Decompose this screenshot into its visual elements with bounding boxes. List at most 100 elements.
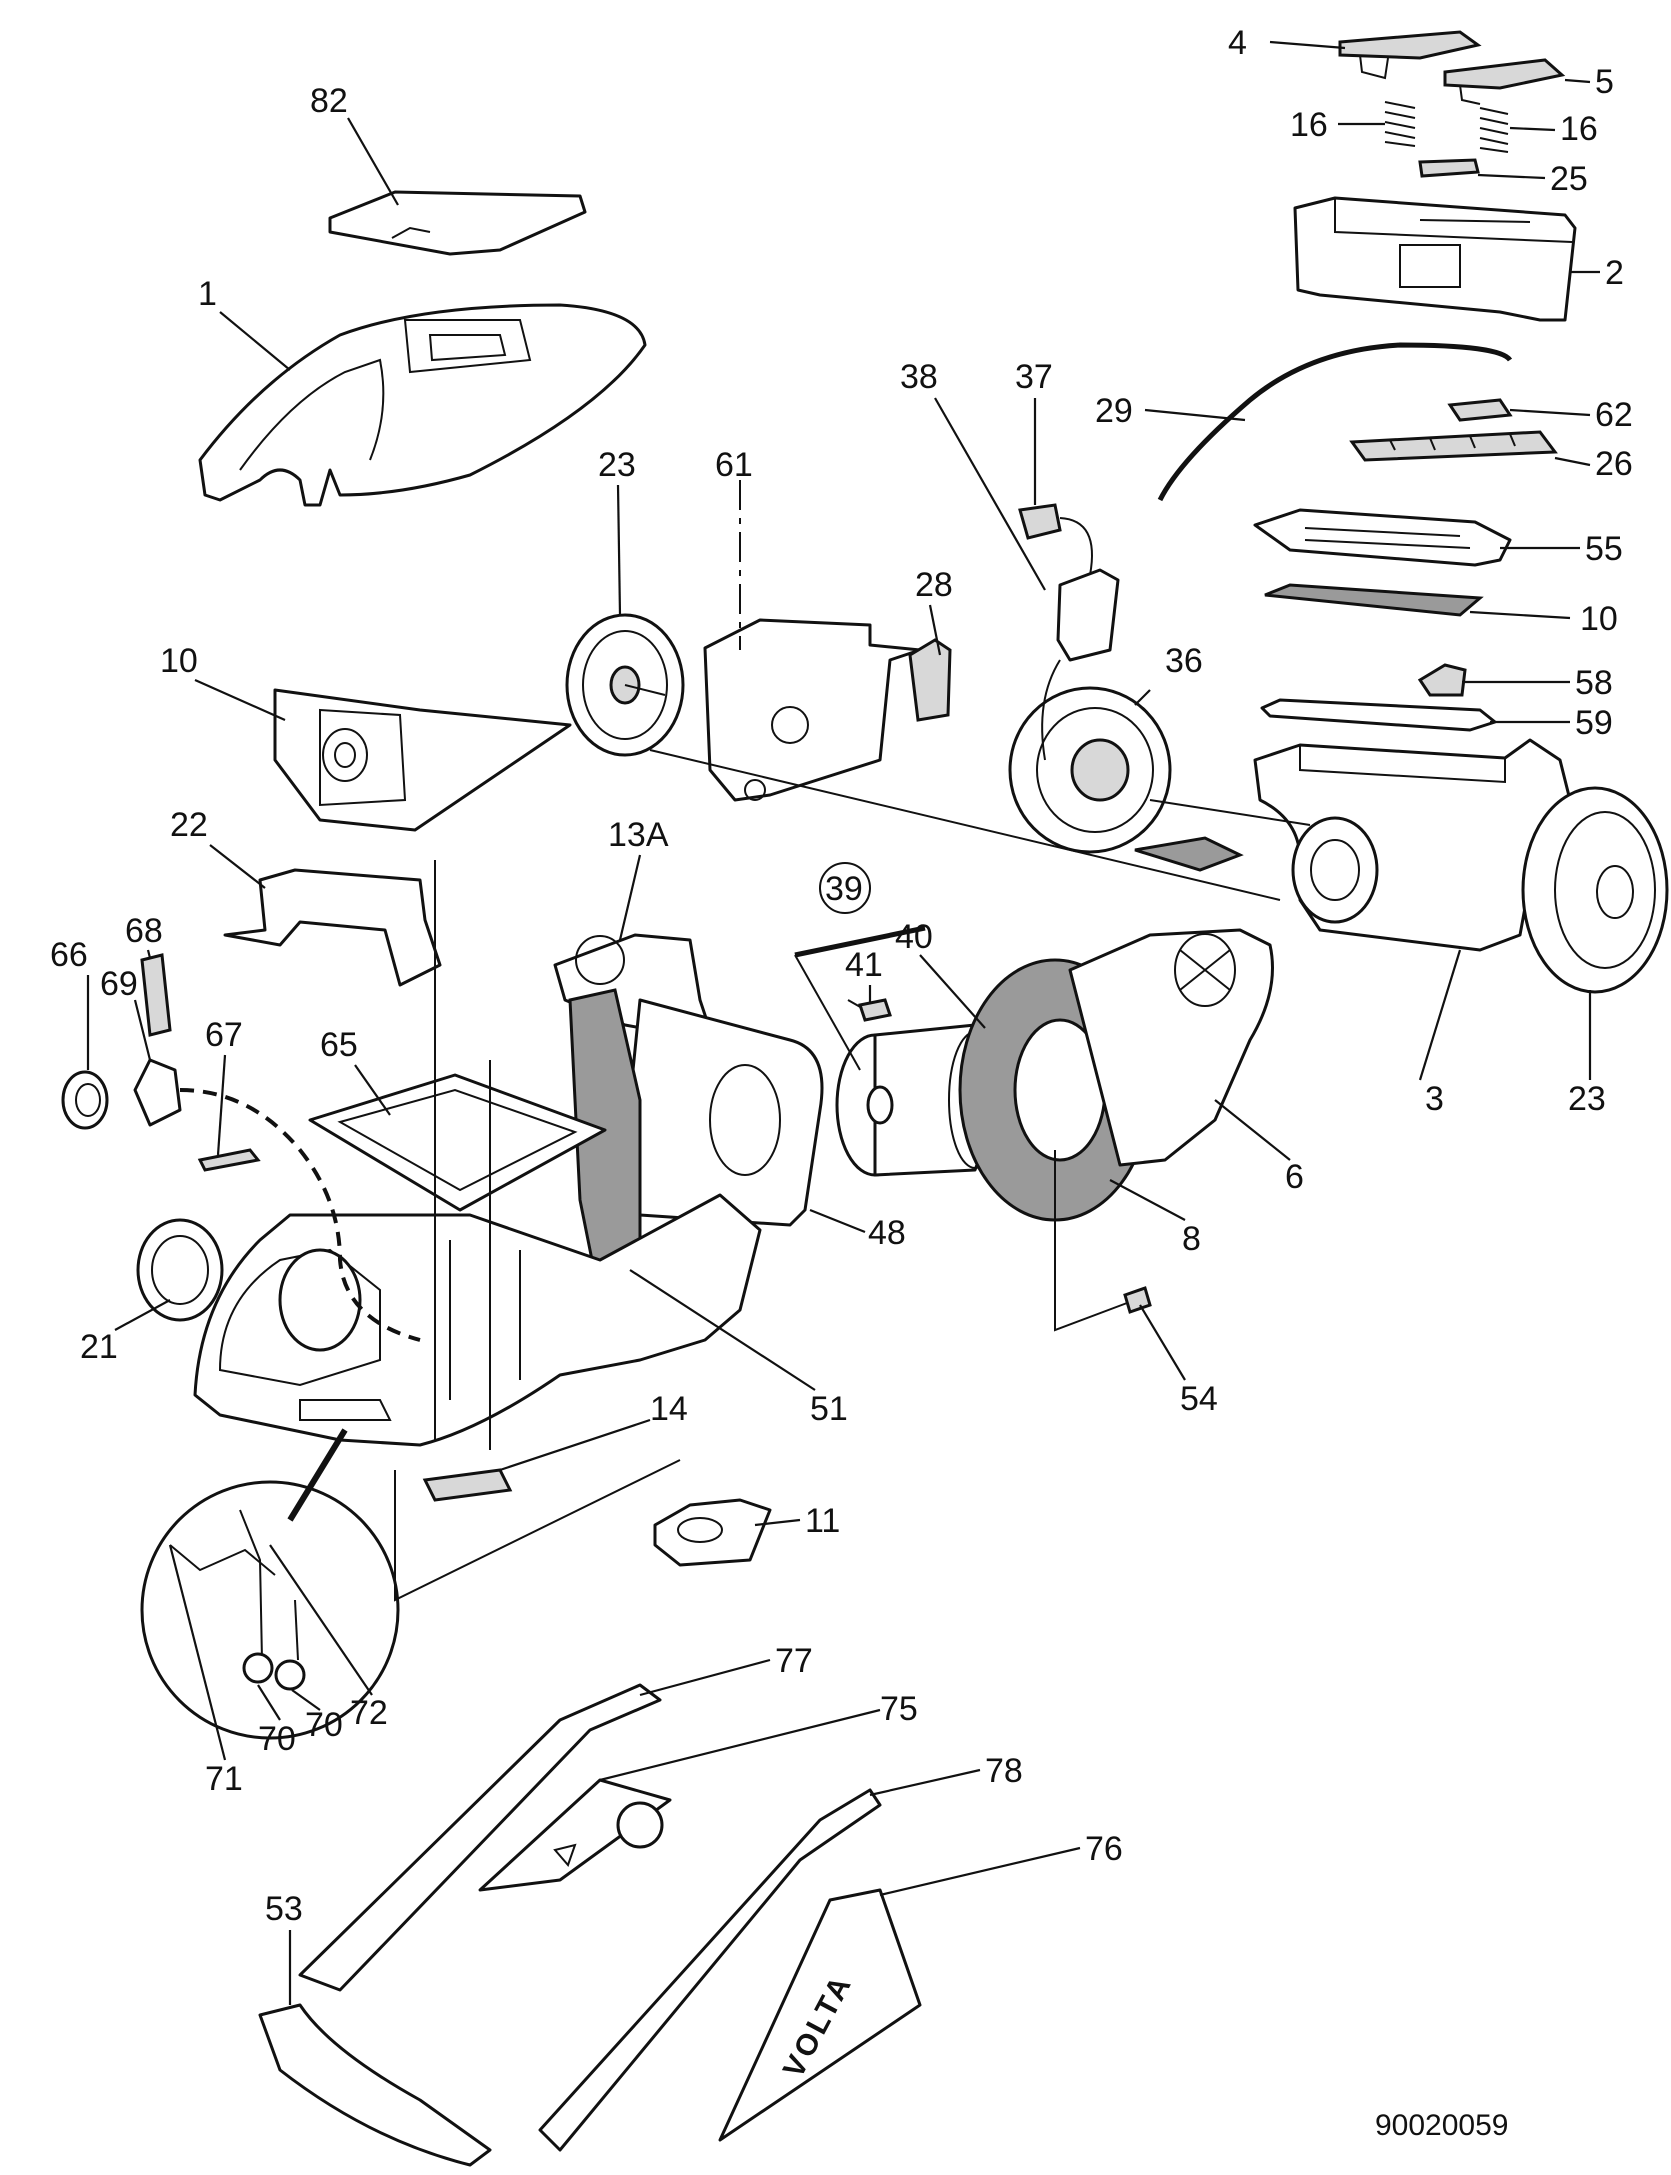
callout-76: 76	[1085, 1830, 1123, 1868]
part-53-bumper	[258, 2003, 492, 2167]
callout-55: 55	[1585, 530, 1623, 568]
part-76-brand-panel: VOLTA	[718, 1888, 922, 2142]
part-37-plug	[1018, 503, 1093, 576]
part-26-circuit-board	[1349, 430, 1558, 462]
callout-70-left: 70	[258, 1720, 296, 1758]
part-54-clip	[1123, 1286, 1152, 1314]
part-22-bag-holder	[223, 868, 442, 987]
part-4-button	[1338, 30, 1482, 80]
part-62-switch	[1447, 398, 1513, 422]
part-82-lid	[328, 190, 587, 256]
part-10-dust-bag	[273, 688, 572, 832]
part-67-strip	[197, 1148, 261, 1172]
part-28-block	[908, 638, 952, 722]
part-77-side-trim	[298, 1683, 662, 1992]
document-number: 90020059	[1375, 2109, 1508, 2142]
callout-67: 67	[205, 1016, 243, 1054]
part-41-clip	[847, 998, 892, 1022]
callout-13A: 13A	[608, 816, 669, 854]
callout-37: 37	[1015, 358, 1053, 396]
callout-25: 25	[1550, 160, 1588, 198]
callout-65: 65	[320, 1026, 358, 1064]
part-55-grille	[1253, 508, 1512, 567]
part-66-cap	[61, 1070, 109, 1130]
part-69-indicator	[133, 1058, 182, 1127]
part-36-cable-reel	[1008, 659, 1172, 854]
assembly-line-screw	[649, 749, 1281, 901]
callout-70-right: 70	[305, 1706, 343, 1744]
callout-51: 51	[810, 1390, 848, 1428]
callout-labels: 82 1 4 5 16 16 25 2 37 38 29 62 26 55 10…	[50, 24, 1633, 1928]
callout-10-bag: 10	[160, 642, 198, 680]
callout-77: 77	[775, 1642, 813, 1680]
callout-39-circle	[819, 862, 871, 914]
callout-61: 61	[715, 446, 753, 484]
callout-72: 72	[350, 1694, 388, 1732]
part-21-cuff	[136, 1218, 224, 1322]
callout-78: 78	[985, 1752, 1023, 1790]
callout-5: 5	[1595, 63, 1614, 101]
part-38-connector	[1056, 568, 1120, 662]
callout-82: 82	[310, 82, 348, 120]
part-39-group-bar	[794, 925, 926, 958]
part-16-spring-left	[1384, 101, 1416, 147]
part-main-chassis	[193, 1193, 762, 1447]
part-48-foam-plate	[618, 998, 824, 1227]
part-10-filter-right	[1264, 583, 1484, 617]
part-58-switch	[1417, 663, 1467, 697]
callout-26: 26	[1595, 445, 1633, 483]
callout-2: 2	[1605, 254, 1624, 292]
callout-22: 22	[170, 806, 208, 844]
callout-10-right: 10	[1580, 600, 1618, 638]
callout-23-left: 23	[598, 446, 636, 484]
callout-53: 53	[265, 1890, 303, 1928]
part-foam-pad	[1134, 836, 1244, 872]
callout-54: 54	[1180, 1380, 1218, 1418]
callout-58: 58	[1575, 664, 1613, 702]
part-14-plate	[422, 1468, 513, 1502]
assembly-line-54	[1054, 1150, 1136, 1332]
callout-68: 68	[125, 912, 163, 950]
callout-71: 71	[205, 1760, 243, 1798]
part-5-button	[1443, 58, 1566, 105]
callout-6: 6	[1285, 1158, 1304, 1196]
callout-23-right: 23	[1568, 1080, 1606, 1118]
part-75-side-panel	[478, 1778, 672, 1892]
callout-39: 39	[825, 870, 863, 908]
callout-38: 38	[900, 358, 938, 396]
callout-8: 8	[1182, 1220, 1201, 1258]
callout-21: 21	[80, 1328, 118, 1366]
part-11-foot	[653, 1498, 772, 1567]
part-65-frame-gasket	[308, 1073, 607, 1212]
callout-36: 36	[1165, 642, 1203, 680]
callout-1: 1	[198, 275, 217, 313]
part-6-motor-housing	[1068, 928, 1274, 1167]
assembly-line-bottom	[394, 1459, 681, 1602]
part-68-strip	[140, 953, 172, 1037]
callout-41: 41	[845, 946, 883, 984]
callout-29: 29	[1095, 392, 1133, 430]
part-1-top-cover	[198, 303, 647, 507]
part-61-bracket	[703, 618, 922, 802]
part-16-spring-right	[1479, 107, 1509, 153]
callout-75: 75	[880, 1690, 918, 1728]
leader-lines	[86, 40, 1600, 2005]
part-25-slider	[1418, 158, 1480, 178]
callout-59: 59	[1575, 704, 1613, 742]
part-78-side-trim	[538, 1788, 882, 2152]
part-2-control-housing	[1293, 196, 1577, 322]
callout-11: 11	[805, 1502, 840, 1540]
part-23-wheel-right	[1521, 786, 1669, 994]
callout-4: 4	[1228, 24, 1247, 62]
part-59-gasket	[1260, 698, 1497, 732]
callout-28: 28	[915, 566, 953, 604]
callout-48: 48	[868, 1214, 906, 1252]
callout-66: 66	[50, 936, 88, 974]
callout-3: 3	[1425, 1080, 1444, 1118]
callout-16-left: 16	[1290, 106, 1328, 144]
detail-zoom-circle	[140, 1428, 400, 1740]
callout-62: 62	[1595, 396, 1633, 434]
callout-40: 40	[895, 918, 933, 956]
part-3-rear-housing	[1253, 738, 1572, 952]
